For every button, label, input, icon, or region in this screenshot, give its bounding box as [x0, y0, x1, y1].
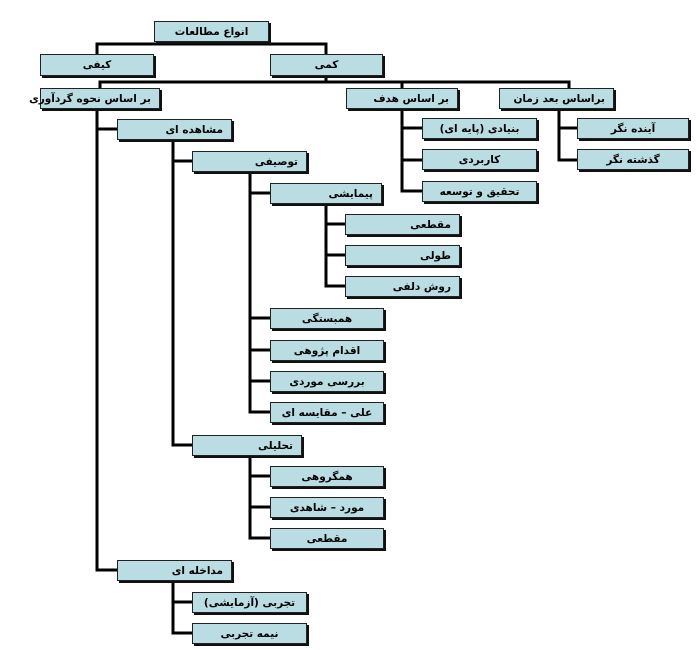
node-delphi-method: روش دلفی [345, 276, 460, 297]
node-by-time-dimension: براساس بعد زمان [499, 88, 614, 109]
node-fundamental: بنیادی (پایه ای) [422, 118, 537, 139]
node-observational: مشاهده ای [117, 119, 232, 140]
node-experimental: تجربی (آزمایشی) [192, 592, 307, 613]
node-cohort: همگروهی [270, 466, 384, 487]
node-correlational: همبستگی [270, 308, 384, 329]
node-retrospective: گذشته نگر [577, 149, 689, 170]
node-interventional: مداخله ای [117, 560, 232, 581]
node-descriptive: توصیفی [192, 151, 307, 172]
node-action-research: اقدام پژوهی [270, 340, 384, 361]
node-applied: کاربردی [422, 149, 537, 170]
node-longitudinal: طولی [345, 245, 460, 266]
node-causal-comparative: علی – مقایسه ای [270, 402, 384, 423]
node-case-study: بررسی موردی [270, 371, 384, 392]
node-by-goal: بر اساس هدف [346, 88, 458, 109]
node-analytical: تحلیلی [192, 435, 302, 456]
node-study-types: انواع مطالعات [154, 21, 269, 42]
node-prospective: آینده نگر [577, 118, 689, 139]
node-cross-sectional-analytical: مقطعی [270, 528, 384, 549]
node-case-control: مورد – شاهدی [270, 497, 384, 518]
node-by-collection-method: بر اساس نحوه گردآوری [29, 88, 160, 109]
node-cross-sectional-survey: مقطعی [345, 214, 460, 235]
node-qualitative: کیفی [40, 54, 154, 76]
node-survey: پیمایشی [270, 183, 382, 204]
node-quasi-experimental: نیمه تجربی [192, 623, 307, 644]
node-quantitative: کمی [270, 54, 383, 76]
node-research-development: تحقیق و توسعه [422, 181, 537, 202]
